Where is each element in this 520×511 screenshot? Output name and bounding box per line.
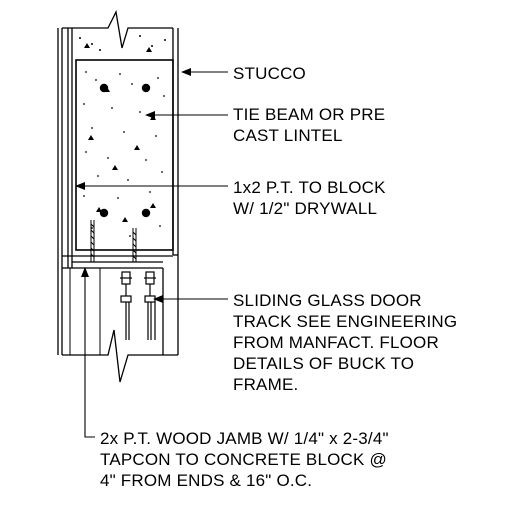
label-stucco-line-1: STUCCO bbox=[233, 64, 306, 83]
label-wood-jamb: 2x P.T. WOOD JAMB W/ 1/4" x 2-3/4" TAPCO… bbox=[100, 428, 389, 491]
tie-beam bbox=[75, 59, 174, 251]
label-sliding-line-4: DETAILS OF BUCK TO bbox=[233, 354, 415, 373]
label-1x2-line-1: 1x2 P.T. TO BLOCK bbox=[233, 178, 386, 197]
leaders bbox=[75, 68, 228, 438]
label-sliding-line-1: SLIDING GLASS DOOR bbox=[233, 291, 422, 310]
door-track bbox=[120, 271, 156, 340]
label-sliding-door-track: SLIDING GLASS DOOR TRACK SEE ENGINEERING… bbox=[233, 290, 457, 395]
label-jamb-line-1: 2x P.T. WOOD JAMB W/ 1/4" x 2-3/4" bbox=[100, 429, 389, 448]
label-tie-beam: TIE BEAM OR PRE CAST LINTEL bbox=[233, 104, 385, 146]
furring-strip bbox=[67, 28, 73, 268]
leader-wood-jamb bbox=[81, 267, 95, 438]
label-tie-beam-line-2: CAST LINTEL bbox=[233, 126, 343, 145]
label-sliding-line-2: TRACK SEE ENGINEERING bbox=[233, 312, 458, 331]
label-tie-beam-line-1: TIE BEAM OR PRE bbox=[233, 105, 386, 124]
label-1x2-line-2: W/ 1/2" DRYWALL bbox=[233, 199, 378, 218]
bottom-break-line bbox=[62, 329, 178, 383]
label-sliding-line-5: FRAME. bbox=[233, 375, 299, 394]
label-stucco: STUCCO bbox=[233, 63, 306, 84]
label-jamb-line-3: 4" FROM ENDS & 16" O.C. bbox=[100, 471, 313, 490]
wood-buck bbox=[62, 255, 173, 269]
top-break-line bbox=[62, 9, 173, 49]
label-sliding-line-3: FROM MANFACT. FLOOR bbox=[233, 333, 439, 352]
rebar bbox=[99, 83, 151, 218]
beam-aggregate bbox=[83, 71, 165, 237]
label-jamb-line-2: TAPCON TO CONCRETE BLOCK @ bbox=[100, 450, 387, 469]
concrete-above-beam bbox=[79, 35, 166, 52]
label-1x2-furring: 1x2 P.T. TO BLOCK W/ 1/2" DRYWALL bbox=[233, 177, 386, 219]
